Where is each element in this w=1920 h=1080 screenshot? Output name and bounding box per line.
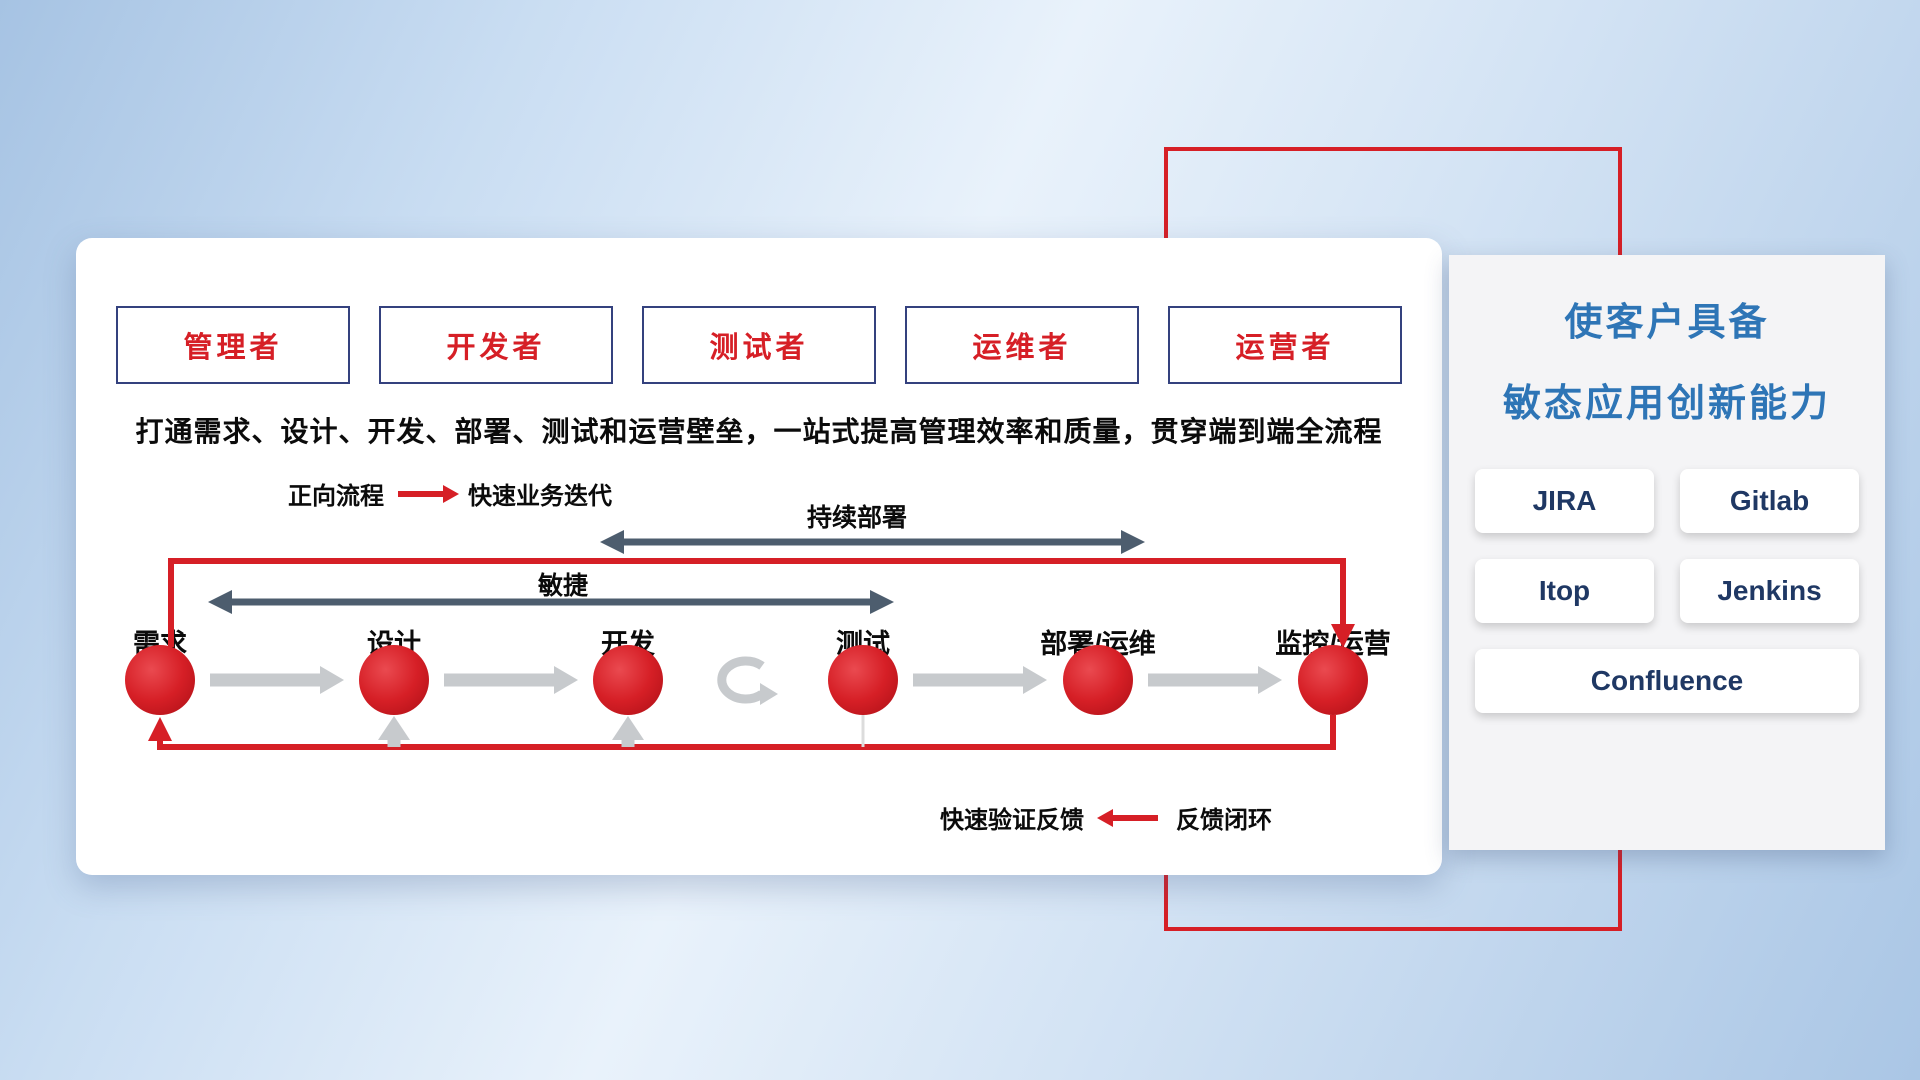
capability-title-line1: 使客户具备 xyxy=(1564,302,1770,344)
step-arrow-design-develop xyxy=(444,666,578,694)
forward-loop-line xyxy=(168,558,1355,648)
role-label: 开发者 xyxy=(446,332,546,364)
node-label-test: 测试 xyxy=(836,629,890,659)
continuous-deploy-label: 持续部署 xyxy=(806,504,907,532)
tool-jenkins: Jenkins xyxy=(1680,559,1859,623)
step-arrow-test-deploy xyxy=(913,666,1047,694)
node-label-monitor-op: 监控/运营 xyxy=(1275,629,1391,659)
role-label: 运营者 xyxy=(1235,332,1335,364)
roles-row: 管理者 开发者 测试者 运维者 运营者 xyxy=(76,306,1442,384)
forward-flow-arrow-icon xyxy=(398,484,459,503)
forward-flow-value: 快速业务迭代 xyxy=(468,483,612,510)
feedback-value: 反馈闭环 xyxy=(1176,807,1272,834)
node-label-requirements: 需求 xyxy=(133,629,187,659)
role-box-developer: 开发者 xyxy=(379,306,613,384)
tool-itop: Itop xyxy=(1475,559,1654,623)
agile-label: 敏捷 xyxy=(537,572,588,600)
panel-description: 打通需求、设计、开发、部署、测试和运营壁垒，一站式提高管理效率和质量，贯穿端到端… xyxy=(135,416,1383,447)
node-label-deploy-ops: 部署/运维 xyxy=(1040,629,1156,659)
node-label-design: 设计 xyxy=(367,629,421,659)
forward-flow-legend: 正向流程 快速业务迭代 xyxy=(288,476,612,511)
role-label: 运维者 xyxy=(972,332,1072,364)
role-box-tester: 测试者 xyxy=(642,306,876,384)
step-arrow-deploy-monitor xyxy=(1148,666,1282,694)
iteration-loop-icon xyxy=(717,656,778,705)
role-box-operator: 运营者 xyxy=(1168,306,1402,384)
node-label-develop: 开发 xyxy=(601,629,655,659)
role-label: 管理者 xyxy=(183,332,283,364)
feedback-label: 快速验证反馈 xyxy=(940,807,1084,834)
devops-flow-panel: 管理者 开发者 测试者 运维者 运营者 打通需求、设计、开发、部署、测试和运营壁… xyxy=(76,238,1442,875)
role-box-ops: 运维者 xyxy=(905,306,1139,384)
feedback-up-arrow-design xyxy=(378,716,410,747)
feedback-legend: 快速验证反馈 反馈闭环 xyxy=(940,800,1272,835)
tools-grid: JIRA Gitlab Itop Jenkins Confluence xyxy=(1475,469,1859,713)
role-box-manager: 管理者 xyxy=(116,306,350,384)
tool-confluence: Confluence xyxy=(1475,649,1859,713)
feedback-arrow-icon xyxy=(1097,808,1158,827)
step-arrow-req-design xyxy=(210,666,344,694)
role-label: 测试者 xyxy=(709,332,809,364)
feedback-loop-line xyxy=(148,715,1336,750)
capability-title-line2: 敏态应用创新能力 xyxy=(1502,383,1831,425)
capability-panel: 使客户具备 敏态应用创新能力 JIRA Gitlab Itop Jenkins … xyxy=(1449,255,1885,850)
forward-flow-label: 正向流程 xyxy=(288,483,384,510)
feedback-up-arrow-develop xyxy=(612,716,644,747)
tool-jira: JIRA xyxy=(1475,469,1654,533)
tool-gitlab: Gitlab xyxy=(1680,469,1859,533)
